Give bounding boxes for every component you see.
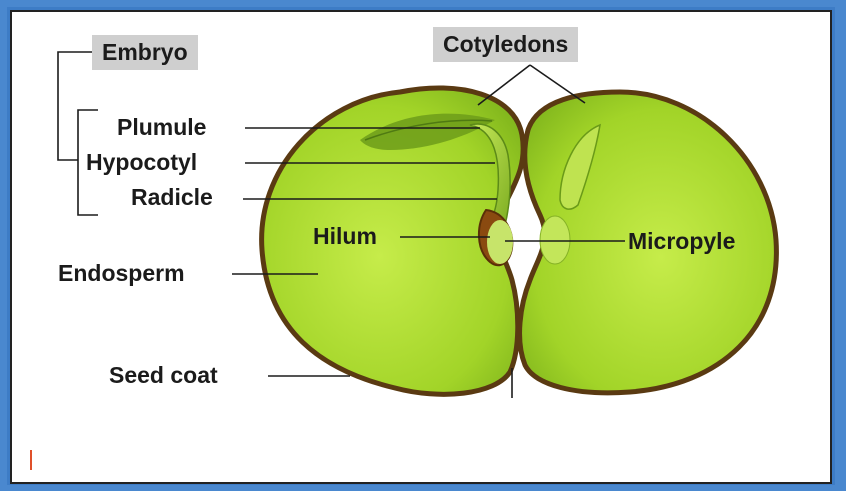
radicle-label: Radicle <box>131 186 213 209</box>
micropyle-bulge <box>540 216 570 264</box>
hilum-label: Hilum <box>313 225 377 248</box>
seed-coat-label: Seed coat <box>109 364 218 387</box>
plumule-label: Plumule <box>117 116 206 139</box>
hypocotyl-label: Hypocotyl <box>86 151 197 174</box>
endosperm-label: Endosperm <box>58 262 185 285</box>
micropyle-label: Micropyle <box>628 230 735 253</box>
embryo-label: Embryo <box>92 35 198 70</box>
cotyledons-label: Cotyledons <box>433 27 578 62</box>
red-mark <box>30 450 32 470</box>
hilum-inner <box>487 220 513 264</box>
